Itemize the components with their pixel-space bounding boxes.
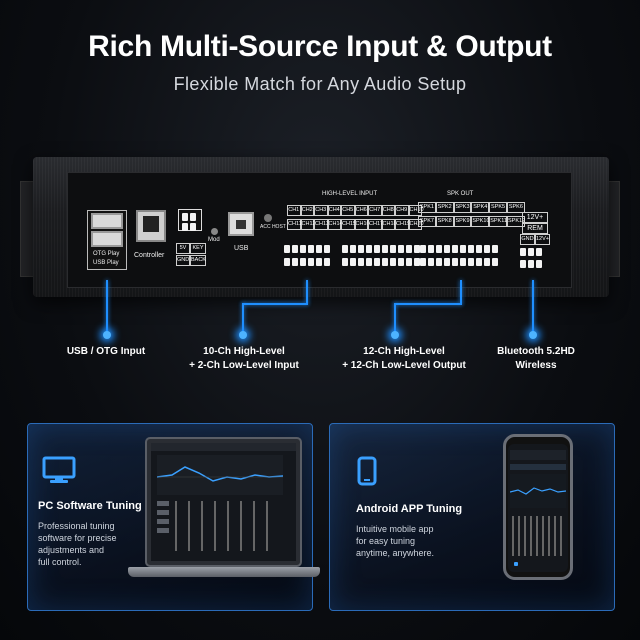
mod-label: Mod — [208, 237, 220, 243]
channel-label: SPK4 — [471, 202, 490, 213]
channel-label: SPK8 — [435, 216, 454, 227]
power-12v-label: 12V+ — [522, 212, 548, 223]
callout-dot-input — [239, 331, 247, 339]
callout-line-bt — [532, 280, 534, 335]
input-connector-a — [284, 245, 330, 253]
monitor-icon — [42, 456, 76, 489]
key-pin-labels-top: 5V KEY — [176, 243, 206, 254]
channel-label: CH10 — [408, 205, 424, 216]
acc-host-label: ACC HOST — [260, 224, 286, 230]
output-connector-a — [420, 245, 498, 253]
otg-play-label: OTG Play — [93, 251, 120, 257]
callout-dot-usb — [103, 331, 111, 339]
page-subtitle: Flexible Match for Any Audio Setup — [173, 74, 467, 94]
key-pin-labels-bottom: GND BACK — [176, 255, 206, 266]
callout-line-output-c — [394, 303, 396, 335]
rem-label: REM — [522, 223, 548, 234]
channel-label: CH15 — [341, 219, 356, 230]
bluetooth-callout: Bluetooth 5.2HD Wireless — [497, 346, 575, 371]
channel-label: CH3 — [314, 205, 328, 216]
channel-label: CH16 — [354, 219, 370, 230]
channel-label: CH6 — [354, 205, 368, 216]
channel-label: CH11 — [287, 219, 302, 230]
power-connector — [520, 248, 542, 256]
callout-line-input-c — [242, 303, 244, 335]
channel-label: SPK5 — [489, 202, 507, 213]
channel-label: CH19 — [395, 219, 410, 230]
channel-label: CH2 — [300, 205, 314, 216]
usb-b-port — [228, 212, 254, 236]
input-connector-d — [342, 258, 420, 266]
channel-label: SPK3 — [453, 202, 472, 213]
channel-label: CH12 — [300, 219, 316, 230]
android-card-desc: Intuitive mobile app for easy tuning any… — [356, 524, 435, 558]
laptop-base — [128, 567, 320, 577]
output-connector-b — [420, 258, 498, 266]
pc-card-title: PC Software Tuning — [38, 500, 142, 512]
channel-label: CH13 — [314, 219, 329, 230]
usb-play-label: USB Play — [93, 260, 119, 266]
usb-a-port-otg — [91, 213, 123, 229]
pc-software-screenshot — [151, 443, 296, 561]
android-app-screenshot — [508, 444, 568, 572]
callout-line-output-a — [460, 280, 462, 304]
channel-label: CH5 — [341, 205, 355, 216]
channel-label: CH18 — [381, 219, 397, 230]
input-callout: 10-Ch High-Level + 2-Ch Low-Level Input — [189, 346, 299, 371]
pc-card-desc: Professional tuning software for precise… — [38, 521, 117, 567]
channel-label: CH8 — [381, 205, 395, 216]
acc-host-indicator — [264, 214, 272, 222]
channel-label: CH9 — [395, 205, 409, 216]
key-connector — [178, 209, 202, 231]
channel-label: CH1 — [287, 205, 301, 216]
page-title: Rich Multi-Source Input & Output — [88, 30, 552, 63]
channel-label: SPK12 — [506, 216, 525, 227]
channel-label: CH20 — [408, 219, 424, 230]
channel-label: SPK2 — [435, 202, 454, 213]
usb-otg-callout: USB / OTG Input — [66, 346, 146, 357]
callout-line-output-b — [394, 303, 462, 305]
channel-label: SPK10 — [471, 216, 490, 227]
mod-button — [211, 228, 218, 235]
power-connector-b — [520, 260, 542, 268]
callout-line-input-a — [306, 280, 308, 304]
controller-label: Controller — [134, 252, 165, 259]
callout-dot-bt — [529, 331, 537, 339]
high-level-input-label: HIGH-LEVEL INPUT — [322, 191, 378, 197]
channel-label: CH17 — [368, 219, 383, 230]
channel-label: SPK11 — [489, 216, 507, 227]
channel-label: CH14 — [327, 219, 343, 230]
android-card-title: Android APP Tuning — [356, 503, 463, 515]
channel-label: SPK6 — [506, 202, 525, 213]
usb-label: USB — [234, 245, 249, 252]
channel-label: CH4 — [327, 205, 341, 216]
input-connector-b — [284, 258, 330, 266]
usb-a-port-usb — [91, 231, 123, 247]
channel-label: SPK9 — [453, 216, 472, 227]
output-callout: 12-Ch High-Level + 12-Ch Low-Level Outpu… — [342, 346, 466, 371]
callout-dot-output — [391, 331, 399, 339]
spk-out-label: SPK OUT — [447, 191, 474, 197]
channel-label: CH7 — [368, 205, 382, 216]
channel-label: SPK1 — [418, 202, 436, 213]
controller-port — [136, 210, 166, 242]
channel-label: SPK7 — [418, 216, 436, 227]
callout-line-input-b — [242, 303, 308, 305]
input-connector-c — [342, 245, 420, 253]
phone-icon — [357, 456, 377, 491]
callout-line-usb — [106, 280, 108, 335]
power-labels-bottom: GND 12V+ — [520, 234, 550, 245]
